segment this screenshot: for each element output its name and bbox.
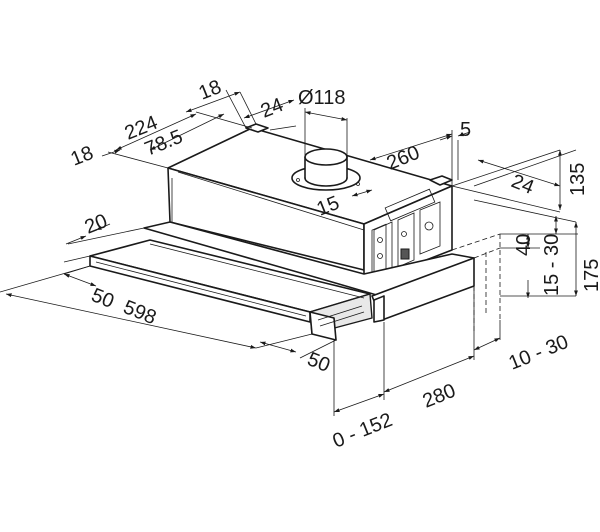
dim-40: 40 bbox=[513, 234, 535, 256]
top-flange-left bbox=[245, 123, 269, 133]
dim-175: 175 bbox=[581, 259, 600, 292]
dim-20: 20 bbox=[82, 210, 111, 239]
underside-block bbox=[373, 295, 385, 323]
slide-handle-details bbox=[317, 305, 365, 327]
dim-18-top: 18 bbox=[196, 76, 225, 105]
dim-15-30: 15 - 30 bbox=[541, 234, 563, 296]
dim-5: 5 bbox=[460, 119, 471, 141]
dim-135: 135 bbox=[567, 163, 589, 196]
dim-diameter-118: Ø118 bbox=[298, 87, 345, 109]
dimension-lines bbox=[5, 91, 578, 413]
dim-24-right: 24 bbox=[508, 170, 537, 199]
cabinet-outline bbox=[451, 233, 501, 332]
dim-598: 598 bbox=[120, 296, 159, 329]
dim-50-bottom: 50 bbox=[304, 348, 333, 377]
hood-body bbox=[167, 123, 453, 285]
dim-0-152: 0 - 152 bbox=[330, 409, 396, 453]
dim-10-30: 10 - 30 bbox=[506, 331, 572, 375]
dim-18-left: 18 bbox=[68, 142, 97, 171]
base-frame-top bbox=[143, 221, 475, 297]
dim-280: 280 bbox=[420, 380, 459, 413]
dim-24-top: 24 bbox=[258, 94, 287, 123]
duct-collar bbox=[291, 148, 361, 191]
dim-260: 260 bbox=[384, 142, 423, 175]
dim-50-left: 50 bbox=[88, 284, 117, 313]
